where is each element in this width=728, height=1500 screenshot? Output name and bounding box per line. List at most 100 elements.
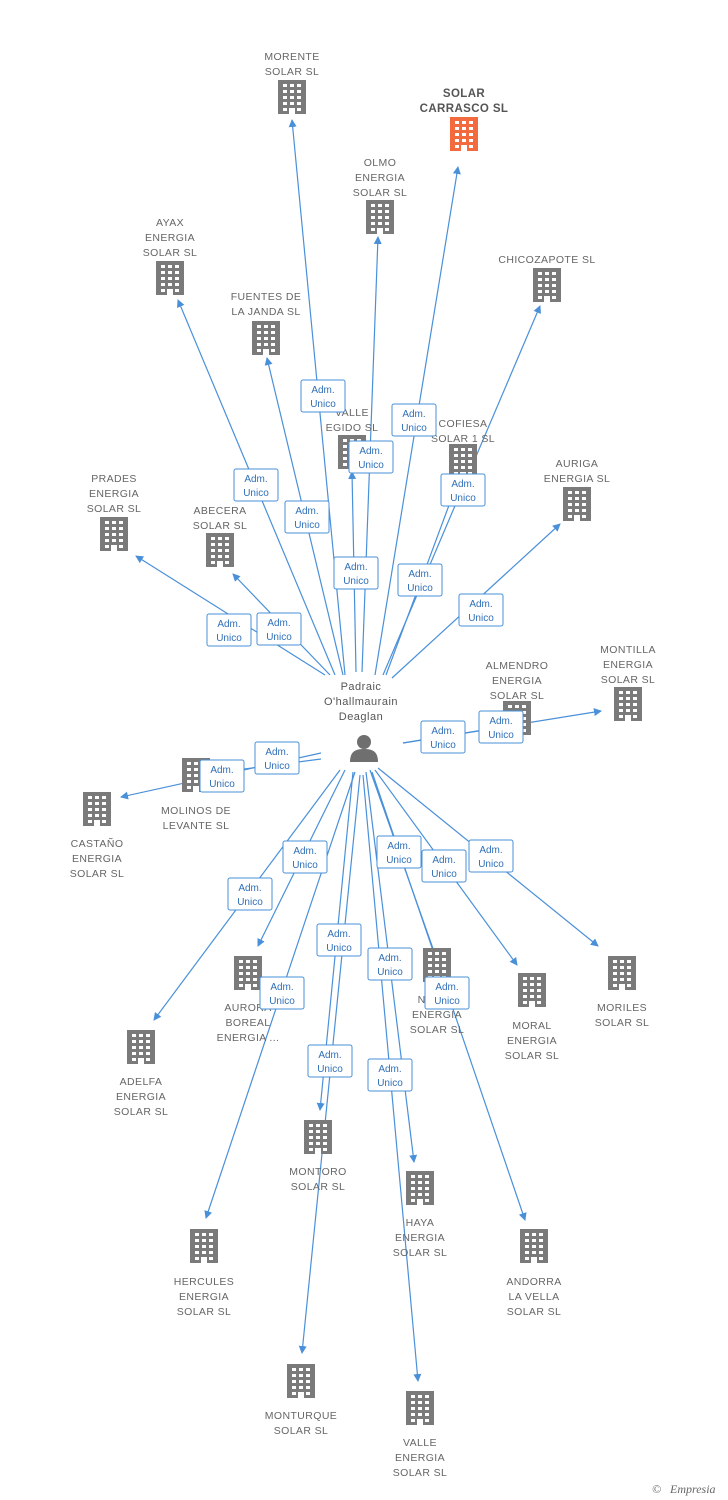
- role-label-line: Unico: [386, 855, 412, 866]
- role-label-adm-unico[interactable]: Adm.Unico: [458, 593, 504, 627]
- company-node-chicozapote[interactable]: CHICOZAPOTE SL: [498, 254, 595, 302]
- company-label-line: BOREAL: [226, 1017, 271, 1029]
- role-label-line: Adm.: [402, 409, 425, 420]
- role-label-adm-unico[interactable]: Adm.Unico: [316, 923, 362, 957]
- role-label-adm-unico[interactable]: Adm.Unico: [440, 473, 486, 507]
- person-name-line: O'hallmaurain: [324, 696, 398, 708]
- building-icon: [190, 1229, 218, 1263]
- role-label-line: Unico: [407, 583, 433, 594]
- role-label-line: Adm.: [489, 716, 512, 727]
- role-label-adm-unico[interactable]: Adm.Unico: [254, 741, 300, 775]
- role-label-adm-unico[interactable]: Adm.Unico: [199, 759, 245, 793]
- company-node-castano[interactable]: CASTAÑO ENERGIA SOLAR SL: [70, 792, 125, 880]
- company-label-line: ENERGIA SL: [544, 473, 610, 485]
- building-icon: [234, 956, 262, 990]
- role-label-line: Adm.: [238, 883, 261, 894]
- role-label-adm-unico[interactable]: Adm.Unico: [424, 976, 470, 1010]
- role-label-adm-unico[interactable]: Adm.Unico: [420, 720, 466, 754]
- building-icon: [100, 517, 128, 551]
- company-label-line: ENERGIA: [72, 853, 122, 865]
- role-label-line: Unico: [294, 520, 320, 531]
- company-label-line: ALMENDRO: [486, 660, 549, 672]
- role-label-adm-unico[interactable]: Adm.Unico: [307, 1044, 353, 1078]
- company-label-line: ENERGIA: [116, 1091, 166, 1103]
- company-label-line: FUENTES DE: [231, 291, 302, 303]
- building-icon: [423, 948, 451, 982]
- company-label-line: SOLAR SL: [505, 1050, 560, 1062]
- role-label-line: Adm.: [378, 1064, 401, 1075]
- role-label-adm-unico[interactable]: Adm.Unico: [233, 468, 279, 502]
- role-label-adm-unico[interactable]: Adm. Unico: [256, 612, 302, 646]
- company-label-line: SOLAR SL: [291, 1181, 346, 1193]
- role-label-adm-unico[interactable]: Adm.Unico: [333, 556, 379, 590]
- role-label-adm-unico[interactable]: Adm.Unico: [367, 1058, 413, 1092]
- role-label-adm-unico[interactable]: Adm.Unico: [348, 440, 394, 474]
- role-label-adm-unico[interactable]: Adm.Unico: [478, 710, 524, 744]
- role-label-adm-unico[interactable]: Adm.Unico: [468, 839, 514, 873]
- role-label-adm-unico[interactable]: Adm.Unico: [421, 849, 467, 883]
- company-label-line: ANDORRA: [506, 1276, 561, 1288]
- role-label-line: Unico: [434, 996, 460, 1007]
- copyright-symbol: ©: [652, 1482, 661, 1496]
- role-label-adm-unico[interactable]: Adm.Unico: [397, 563, 443, 597]
- company-label-line: ABECERA: [194, 505, 247, 517]
- building-icon: [206, 533, 234, 567]
- role-label-adm-unico[interactable]: Adm.Unico: [259, 976, 305, 1010]
- role-label-adm-unico[interactable]: Adm.Unico: [300, 379, 346, 413]
- company-label-line: SOLAR SL: [177, 1306, 232, 1318]
- company-label-line: CASTAÑO: [71, 837, 124, 850]
- company-label-line: ENERGIA: [355, 172, 405, 184]
- role-label-line: Adm.: [210, 765, 233, 776]
- role-label-adm-unico[interactable]: Adm.Unico: [391, 403, 437, 437]
- company-label-line: SOLAR SL: [265, 66, 320, 78]
- role-label-adm-unico[interactable]: Adm.Unico: [376, 835, 422, 869]
- role-label-adm-unico[interactable]: Adm.Unico: [282, 840, 328, 874]
- role-label-line: Adm.: [293, 846, 316, 857]
- company-node-aurora[interactable]: AURORABOREALENERGIA ...: [217, 956, 280, 1044]
- company-label-line: SOLAR SL: [393, 1247, 448, 1259]
- company-label-line: SOLAR SL: [393, 1467, 448, 1479]
- building-icon: [406, 1391, 434, 1425]
- person-name-line: Deaglan: [339, 711, 383, 723]
- role-label-line: Adm.: [267, 618, 290, 629]
- role-label-adm-unico[interactable]: Adm.Unico: [206, 613, 252, 647]
- company-label-line: ADELFA: [120, 1076, 163, 1088]
- role-label-line: Unico: [237, 897, 263, 908]
- role-label-adm-unico[interactable]: Adm.Unico: [367, 947, 413, 981]
- role-label-line: Adm.: [327, 929, 350, 940]
- role-label-adm-unico[interactable]: Adm. Unico: [227, 877, 273, 911]
- role-label-line: Unico: [317, 1064, 343, 1075]
- company-label-line: SOLAR SL: [70, 868, 125, 880]
- company-label-line: ENERGIA: [179, 1291, 229, 1303]
- company-label-line: MORILES: [597, 1002, 647, 1014]
- building-icon: [614, 687, 642, 721]
- building-icon: [518, 973, 546, 1007]
- role-label-line: Unico: [450, 493, 476, 504]
- role-label-adm-unico[interactable]: Adm.Unico: [284, 500, 330, 534]
- building-icon: [127, 1030, 155, 1064]
- role-label-line: Adm.: [311, 385, 334, 396]
- role-label-line: Unico: [266, 632, 292, 643]
